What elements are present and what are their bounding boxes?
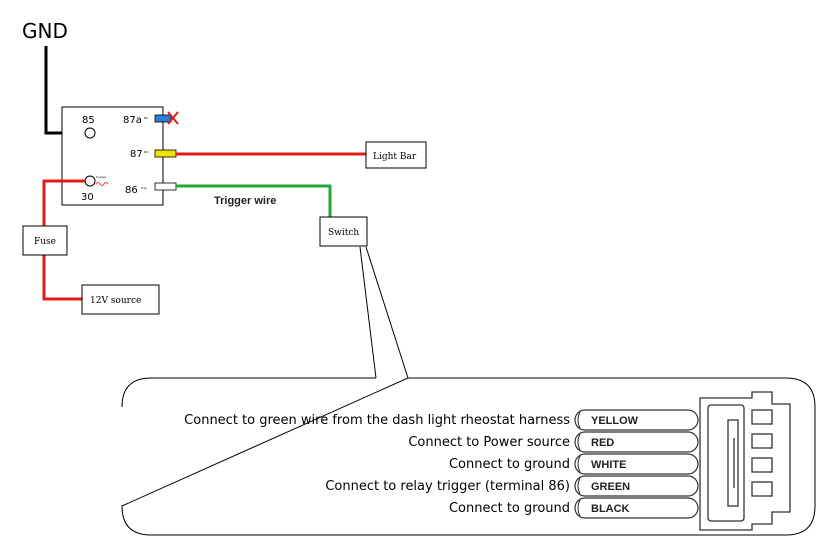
wire-label-green: GREEN [591, 481, 630, 493]
light-bar-label: Light Bar [373, 152, 417, 162]
trigger-wire [176, 184, 332, 219]
disconnect-x-icon [167, 111, 179, 125]
wire-label-black: BLACK [591, 503, 630, 515]
pin-85-label: 85 [82, 115, 95, 126]
fuse-label: Fuse [34, 237, 56, 247]
callout-pointer-right [365, 246, 409, 379]
pin-30-terminal [84, 175, 96, 187]
callout-pointer-left [359, 246, 377, 379]
supply-wire-upper [42, 179, 86, 226]
row-1-description: Connect to green wire from the dash ligh… [184, 413, 570, 428]
relay-body [61, 106, 164, 206]
wire-label-yellow: YELLOW [591, 415, 639, 427]
light-bar-box [365, 141, 427, 169]
connector-housing-icon [699, 391, 791, 531]
pin-87-label: 87 [130, 149, 143, 160]
switch-box [319, 216, 368, 247]
connector-wire-leads: YELLOW RED WHITE GREEN BLACK [574, 409, 699, 519]
pin-87-tag: NO [144, 150, 149, 154]
wire-lead-yellow: YELLOW [574, 409, 699, 431]
pin-87-terminal [154, 149, 177, 158]
wire-lead-white: WHITE [574, 453, 699, 475]
wire-lead-black: BLACK [574, 497, 699, 519]
wire-label-white: WHITE [591, 459, 626, 471]
trigger-wire-label: Trigger wire [214, 195, 276, 207]
pin-85-terminal [84, 127, 96, 139]
gnd-label: GND [22, 19, 68, 43]
connector-descriptions: Connect to green wire from the dash ligh… [184, 413, 570, 516]
wire-lead-red: RED [574, 431, 699, 453]
pin-87a-terminal [154, 114, 172, 123]
coil-symbol-icon [95, 182, 109, 186]
row-4-description: Connect to relay trigger (terminal 86) [325, 479, 570, 494]
row-3-description: Connect to ground [449, 457, 570, 472]
pin-87a-label: 87a [123, 115, 142, 126]
wire-label-red: RED [591, 437, 614, 449]
pin-86-tag: Trig [140, 186, 146, 190]
switch-label: Switch [328, 228, 359, 238]
pin-87a-tag: NC [144, 116, 148, 120]
row-5-description: Connect to ground [449, 501, 570, 516]
wire-lead-green: GREEN [574, 475, 699, 497]
source-box [81, 284, 160, 315]
pin-86-label: 86 [125, 185, 138, 196]
pin-30-label: 30 [81, 192, 94, 203]
row-2-description: Connect to Power source [408, 435, 570, 450]
pin-30-tag: Supply [96, 175, 106, 179]
fuse-box [22, 225, 68, 256]
supply-wire-lower [42, 255, 82, 301]
source-label: 12V source [90, 296, 141, 306]
pin-86-terminal [154, 182, 177, 191]
